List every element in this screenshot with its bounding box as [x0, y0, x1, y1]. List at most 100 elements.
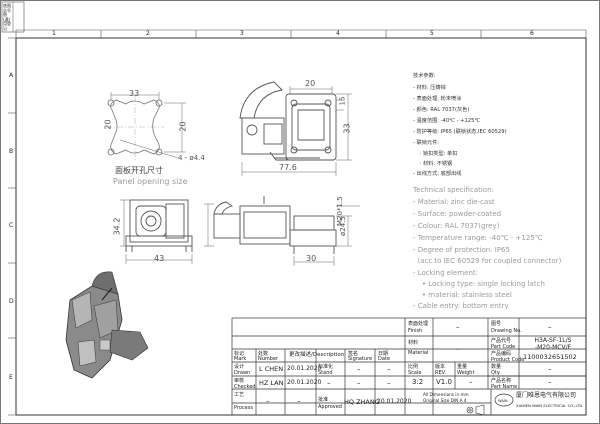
mark-label: 标记: [234, 351, 245, 357]
scale-value: 3:2: [412, 378, 424, 386]
checked-mid-dash: –: [327, 379, 331, 387]
description-label: 更改描述/Description: [289, 352, 345, 358]
zone-letter-d: D: [9, 298, 14, 305]
zone-number-5: 5: [430, 30, 434, 37]
dim-24-5: ø24.5: [339, 216, 347, 236]
zone-letter-c: C: [9, 222, 14, 229]
checked-date-dash: –: [387, 379, 391, 387]
number-label: 处数: [258, 351, 269, 357]
process-en: Process: [234, 405, 253, 411]
drawing-no-label: 图号: [491, 321, 502, 327]
dim-33-right: 33: [342, 123, 352, 134]
product-code-label: 产品编码: [491, 351, 512, 357]
zone-letter-b: B: [9, 148, 14, 155]
spec-en-line-2: - Surface: powder-coated: [413, 210, 502, 218]
part-code-en: Part Code: [491, 344, 516, 350]
company-logo: [494, 393, 514, 407]
product-code-value: 1100032651502: [523, 353, 577, 361]
spec-en-line-6: (acc.to IEC 60529 for coupled connector): [413, 257, 562, 265]
spec-cn-line-3: - 颜色: RAL 7037(灰色): [413, 107, 470, 113]
scale-en: Scale: [408, 370, 422, 376]
material-value: –: [456, 345, 460, 353]
mark-en: Mark: [234, 356, 247, 362]
vertical-stamp-text: 底图总号 借(通)用登记: [3, 3, 11, 31]
checked-date: 20.01.2020: [287, 379, 322, 386]
rev-label: 版本: [435, 364, 446, 370]
qty-label: 数量: [491, 364, 502, 370]
zone-number-4: 4: [336, 30, 340, 37]
date-en: Date: [378, 356, 390, 362]
dim-4x44: 4 - ø4.4: [178, 154, 205, 162]
spec-cn-line-5: - 防护等级: IP65 (联锁状态,IEC 60529): [413, 129, 507, 135]
stand-dash: –: [357, 365, 361, 373]
logo-text: WAIN: [498, 399, 508, 403]
spec-en-line-3: - Colour: RAL 7037(grey): [413, 222, 500, 230]
process-dash: –: [266, 397, 270, 405]
date-label: 日期: [378, 351, 389, 357]
approved-name: HQ ZHANG: [344, 398, 380, 406]
dim-77-6: 77.6: [279, 163, 297, 172]
checked-sign-dash: –: [357, 379, 361, 387]
spec-en-line-9: • material: stainless steel: [413, 291, 512, 299]
spec-cn-line-4: - 温度范围: -40℃ - +125℃: [413, 118, 481, 124]
spec-cn-line-1: - 材料: 压铸锌: [413, 85, 446, 91]
dim-15: 15: [338, 96, 347, 106]
dim-20-side: 20: [178, 121, 188, 132]
part-name-en: Part Name: [491, 384, 518, 390]
spec-cn-title: 技术参数:: [413, 73, 436, 79]
process-label: 工艺: [234, 392, 245, 398]
spec-cn-line-2: - 表面处理: 粉末喷涂: [413, 96, 462, 102]
dim-20-top-front: 20: [305, 79, 316, 88]
drawn-name: L CHEN: [259, 365, 284, 373]
zone-number-1: 1: [52, 30, 56, 37]
spec-en-line-8: • Locking type: single locking latch: [413, 280, 545, 288]
spec-en-line-1: - Material: zinc die-cast: [413, 198, 495, 206]
spec-cn-line-9: - 出线方式: 底部出线: [413, 171, 462, 177]
zone-number-3: 3: [240, 30, 244, 37]
process-date-dash: –: [297, 397, 301, 405]
signature-label: 签名: [348, 351, 359, 357]
qty-en: Qty.: [491, 370, 501, 376]
spec-en-line-7: - Locking element:: [413, 269, 478, 277]
company-en: XIAMEN WAIN ELECTRICAL CO.,LTD.: [516, 403, 584, 408]
panel-opening-en: Panel opening size: [113, 177, 188, 186]
dim-33-top: 33: [129, 89, 140, 98]
drawn-label: 设计: [234, 364, 245, 370]
finish-label: 表面处理: [408, 321, 429, 327]
part-code-value: H3A-SF-1L/S -M20-MCV/F: [534, 337, 572, 351]
side-view-2: [213, 196, 337, 254]
part-name-value: –: [548, 378, 552, 386]
drawn-date: 20.01.2020: [287, 365, 322, 372]
checked-label: 审核: [234, 378, 245, 384]
drawn-en: Drawn: [234, 370, 251, 376]
spec-cn-line-6: - 联锁元件:: [413, 140, 440, 146]
stand-en: Stand: [318, 370, 333, 376]
part-name-label: 产品名称: [491, 378, 512, 384]
stand-label: 标准化: [318, 364, 334, 370]
material-label: 材料: [408, 340, 419, 346]
finish-en: Finish: [408, 328, 423, 334]
dim-43: 43: [154, 254, 165, 263]
checked-en: Checked: [234, 384, 256, 390]
drawing-no-value: –: [548, 323, 552, 331]
product-code-en: Product Code: [491, 357, 525, 363]
rev-value: V1.0: [436, 378, 452, 386]
dim-34-2: 34.2: [112, 217, 122, 236]
weight-en: Weight: [457, 370, 475, 376]
dim-20-left: 20: [103, 119, 113, 130]
dims-note-1: All Dimensions in mm: [423, 392, 469, 397]
zone-letter-e: E: [9, 374, 13, 381]
side-view: [125, 199, 193, 252]
rev-en: REV.: [435, 370, 446, 376]
spec-cn-line-8: · 材料: 不锈钢: [413, 161, 453, 167]
company-cn: 厦门唯恩电气有限公司: [516, 392, 577, 399]
isometric-render: [65, 271, 149, 379]
weight-value: –: [469, 378, 473, 386]
weight-label: 重量: [457, 364, 468, 370]
dims-note-2: Original Size DIN A 4: [423, 398, 467, 403]
scale-label: 比例: [408, 364, 419, 370]
checked-name: HZ LAN: [259, 379, 284, 387]
stand-date-dash: –: [387, 365, 391, 373]
